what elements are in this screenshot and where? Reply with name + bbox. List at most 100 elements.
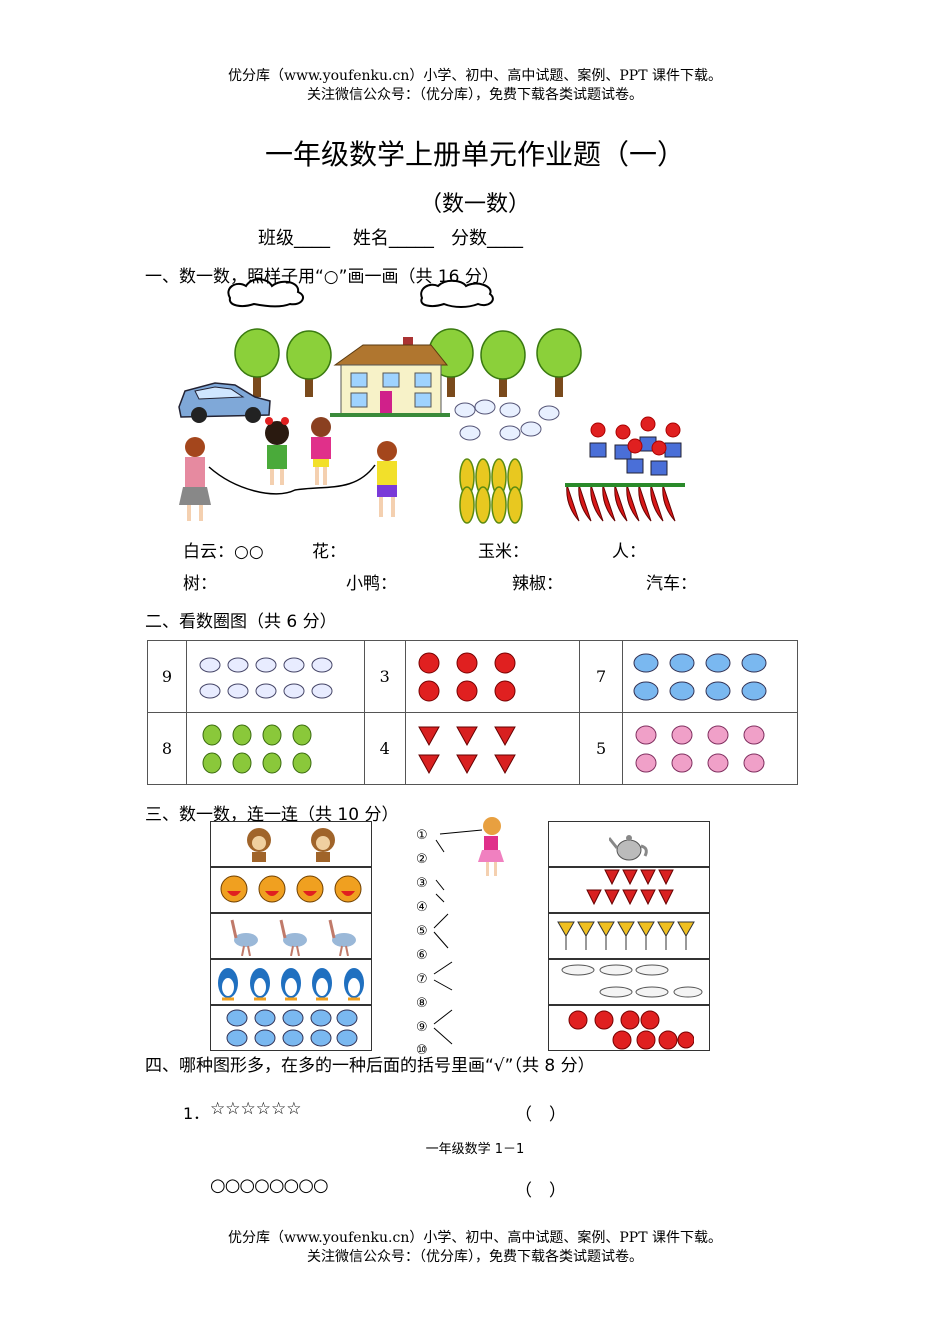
strawberry-icons xyxy=(586,869,674,906)
counting-scene xyxy=(178,328,685,524)
penguin-icon xyxy=(343,968,364,1001)
label-duck: 小鸭： xyxy=(346,574,397,594)
label-cloud: 白云：○○ xyxy=(183,542,264,562)
penguin-icon xyxy=(249,968,270,1001)
tiger-box xyxy=(210,867,372,913)
ducks-cell xyxy=(185,640,365,713)
tiger-icon xyxy=(334,875,362,903)
girl-icon xyxy=(265,417,289,485)
butterflies-cell xyxy=(621,640,799,713)
label-corn: 玉米： xyxy=(478,542,529,562)
student-info: 班级____ 姓名_____ 分数____ xyxy=(258,228,524,249)
duck-icons xyxy=(199,657,333,698)
item-1-label: 1． xyxy=(183,1104,210,1123)
butterfly-box xyxy=(210,1005,372,1051)
tiger-icon xyxy=(296,875,324,903)
girl-icon xyxy=(311,417,331,485)
number-cell: 9 xyxy=(147,640,187,713)
tree-icon xyxy=(234,328,280,397)
header-line-1: 优分库（www.youfenku.cn）小学、初中、高中试题、案例、PPT 课件… xyxy=(227,68,722,84)
circled-number: ② xyxy=(416,852,428,867)
circled-number: ⑨ xyxy=(416,1020,428,1035)
monkey-icon xyxy=(310,828,335,862)
ostrich-icon xyxy=(230,919,258,956)
label-people: 人： xyxy=(612,542,646,562)
number-cell: 3 xyxy=(363,640,406,713)
apple-icons xyxy=(418,652,516,701)
section-4-title: 四、哪种图形多，在多的一种后面的括号里画“√”（共 8 分） xyxy=(145,1056,595,1076)
footer-line-1: 优分库（www.youfenku.cn）小学、初中、高中试题、案例、PPT 课件… xyxy=(227,1230,722,1246)
stars-row: ☆☆☆☆☆☆ xyxy=(210,1099,302,1119)
birds-cell xyxy=(621,712,799,785)
tiger-icon xyxy=(220,875,248,903)
airplane-icons xyxy=(561,964,703,998)
circled-number: ⑤ xyxy=(416,924,428,939)
number-cell: 4 xyxy=(363,712,406,785)
label-pepper: 辣椒： xyxy=(512,574,563,594)
matching-lines xyxy=(433,817,504,1045)
airplane-box xyxy=(548,959,710,1005)
boy-icon xyxy=(377,441,397,517)
counting-table: 9 3 7 8 4 xyxy=(147,640,799,785)
strawberry-box xyxy=(548,867,710,913)
monkey-icon xyxy=(247,828,272,862)
strawberry-icons xyxy=(417,726,516,774)
circled-number: ① xyxy=(416,828,428,843)
teapot-icon xyxy=(609,835,648,861)
number-cell: 5 xyxy=(579,712,623,785)
apple-box xyxy=(548,1005,710,1051)
house-icon xyxy=(330,337,450,417)
wine-glass-icons xyxy=(557,921,695,950)
number-cell: 7 xyxy=(579,640,623,713)
page-title: 一年级数学上册单元作业题（一） xyxy=(264,138,685,171)
page-subtitle: （数一数） xyxy=(419,192,530,217)
section-3-title: 三、数一数，连一连（共 10 分） xyxy=(145,805,399,825)
tiger-icon xyxy=(258,875,286,903)
header-line-2: 关注微信公众号：（优分库），免费下载各类试题试卷。 xyxy=(307,87,643,103)
apples-cell xyxy=(404,640,581,713)
label-flower: 花： xyxy=(312,542,346,562)
monkey-box xyxy=(210,821,372,867)
car-icon xyxy=(178,382,271,423)
flower-pots xyxy=(589,416,682,476)
answer-paren[interactable]: （ ） xyxy=(515,1105,566,1125)
section-1-title: 一、数一数，照样子用“○”画一画（共 16 分） xyxy=(145,267,499,287)
circled-number: ⑩ xyxy=(416,1043,428,1058)
ostrich-box xyxy=(210,913,372,959)
answer-paren[interactable]: （ ） xyxy=(515,1181,566,1201)
number-cell: 8 xyxy=(147,712,187,785)
penguin-icon xyxy=(218,968,239,1001)
cloud-icon xyxy=(420,279,494,308)
strawberries-cell xyxy=(404,712,581,785)
girl-icon xyxy=(478,817,504,876)
butterfly-icons xyxy=(633,653,767,700)
page-number: 一年级数学 1－1 xyxy=(425,1142,525,1157)
parrots-cell xyxy=(185,712,365,785)
circled-number: ⑦ xyxy=(416,972,428,987)
circles-row: ○○○○○○○○ xyxy=(210,1175,329,1196)
parrot-icons xyxy=(202,724,312,773)
ostrich-icon xyxy=(328,919,356,956)
tree-icon xyxy=(536,328,582,397)
section-2-title: 二、看数圈图（共 6 分） xyxy=(145,612,337,632)
footer-line-2: 关注微信公众号：（优分库），免费下载各类试题试卷。 xyxy=(307,1249,643,1265)
ostrich-icon xyxy=(279,919,307,956)
butterfly-icons xyxy=(226,1009,358,1047)
circled-number: ③ xyxy=(416,876,428,891)
label-tree: 树： xyxy=(183,574,217,594)
duck-group xyxy=(454,399,560,441)
circled-number: ④ xyxy=(416,900,428,915)
apple-icons xyxy=(568,1010,694,1050)
tree-icon xyxy=(286,330,332,397)
pink-bird-icons xyxy=(635,725,765,772)
cloud-icon xyxy=(227,278,305,308)
corn-group xyxy=(459,458,523,524)
penguin-icon xyxy=(280,968,301,1001)
girl-icon xyxy=(179,437,211,521)
circled-number: ⑥ xyxy=(416,948,428,963)
teapot-box xyxy=(548,821,710,867)
wine-glass-box xyxy=(548,913,710,959)
circled-number: ⑧ xyxy=(416,996,428,1011)
penguin-box xyxy=(210,959,372,1005)
tree-icon xyxy=(480,330,526,397)
